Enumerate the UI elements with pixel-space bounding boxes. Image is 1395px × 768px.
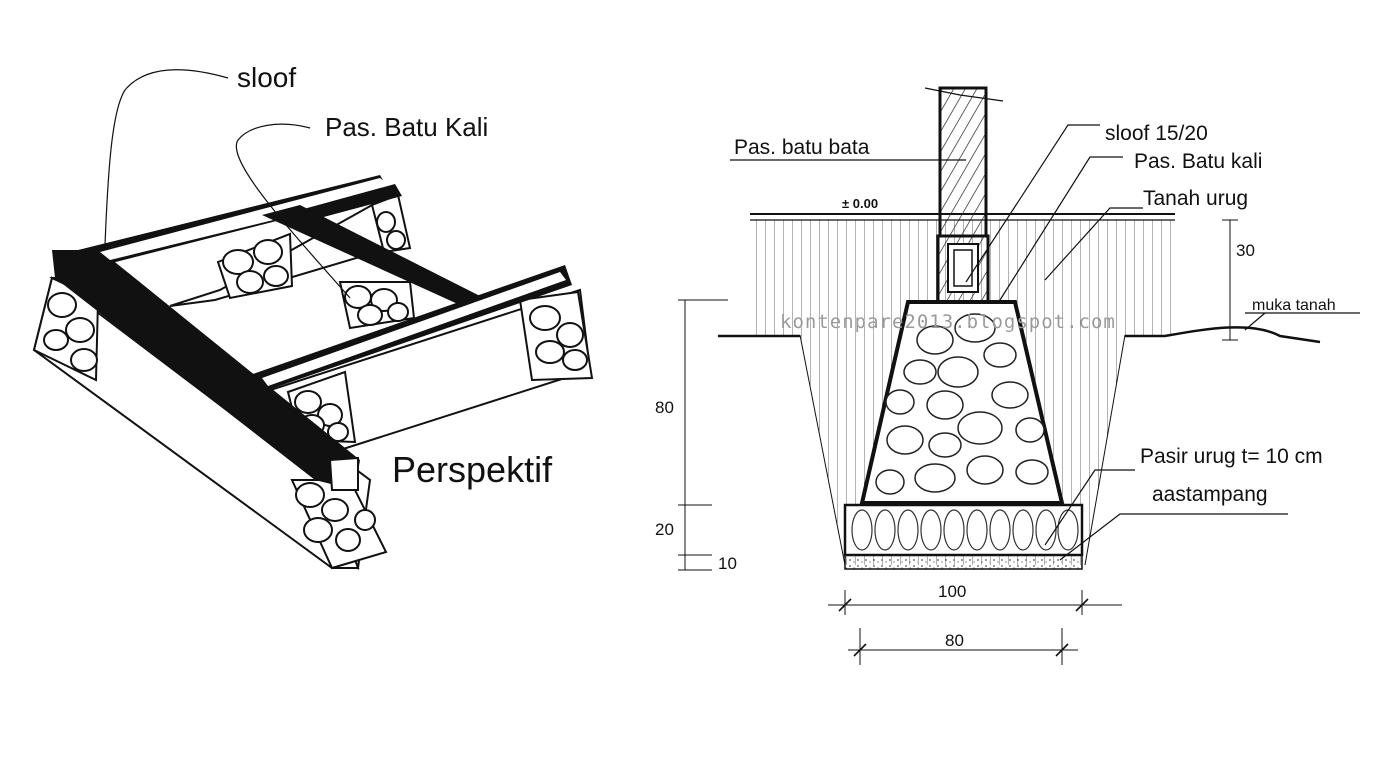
dim-100: 100 — [938, 582, 966, 601]
perspective-batu-kali-label: Pas. Batu Kali — [325, 112, 488, 142]
ground-line — [718, 326, 1321, 344]
brick-wall — [938, 86, 988, 238]
label-elevation: ± 0.00 — [842, 196, 878, 211]
section-leader-lines — [730, 124, 1360, 561]
perspective-sloof-label: sloof — [237, 62, 296, 93]
dimension-lines — [678, 219, 1238, 665]
label-sloof-size: sloof 15/20 — [1105, 122, 1208, 145]
perspective-title: Perspektif — [392, 449, 553, 490]
dim-20: 20 — [655, 520, 674, 539]
sloof-leader-line — [104, 69, 229, 246]
perspective-view: sloof Pas. Batu Kali Perspektif — [32, 62, 594, 571]
label-pasir-urug: Pasir urug t= 10 cm — [1140, 445, 1323, 468]
label-muka-tanah: muka tanah — [1252, 297, 1336, 314]
cross-section-view: Pas. batu bata ± 0.00 sloof 15/20 Pas. B… — [655, 86, 1360, 665]
label-tanah-urug: Tanah urug — [1143, 187, 1248, 210]
dimension-ticks — [838, 598, 1089, 657]
compacted-layer — [844, 554, 1083, 570]
label-batu-bata: Pas. batu bata — [734, 136, 870, 159]
label-aastampang: aastampang — [1152, 483, 1268, 506]
dim-80-vertical: 80 — [655, 398, 674, 417]
label-batu-kali: Pas. Batu kali — [1134, 150, 1262, 173]
sand-layer-loops — [851, 509, 1079, 551]
dim-30: 30 — [1236, 241, 1255, 260]
dim-80-horizontal: 80 — [945, 631, 964, 650]
watermark: kontenpare2013.blogspot.com — [780, 311, 1116, 333]
dim-10: 10 — [718, 554, 737, 573]
section-stones — [875, 313, 1049, 495]
sloof-beam-frame — [52, 175, 572, 491]
batu-kali-leader-line — [235, 123, 351, 299]
